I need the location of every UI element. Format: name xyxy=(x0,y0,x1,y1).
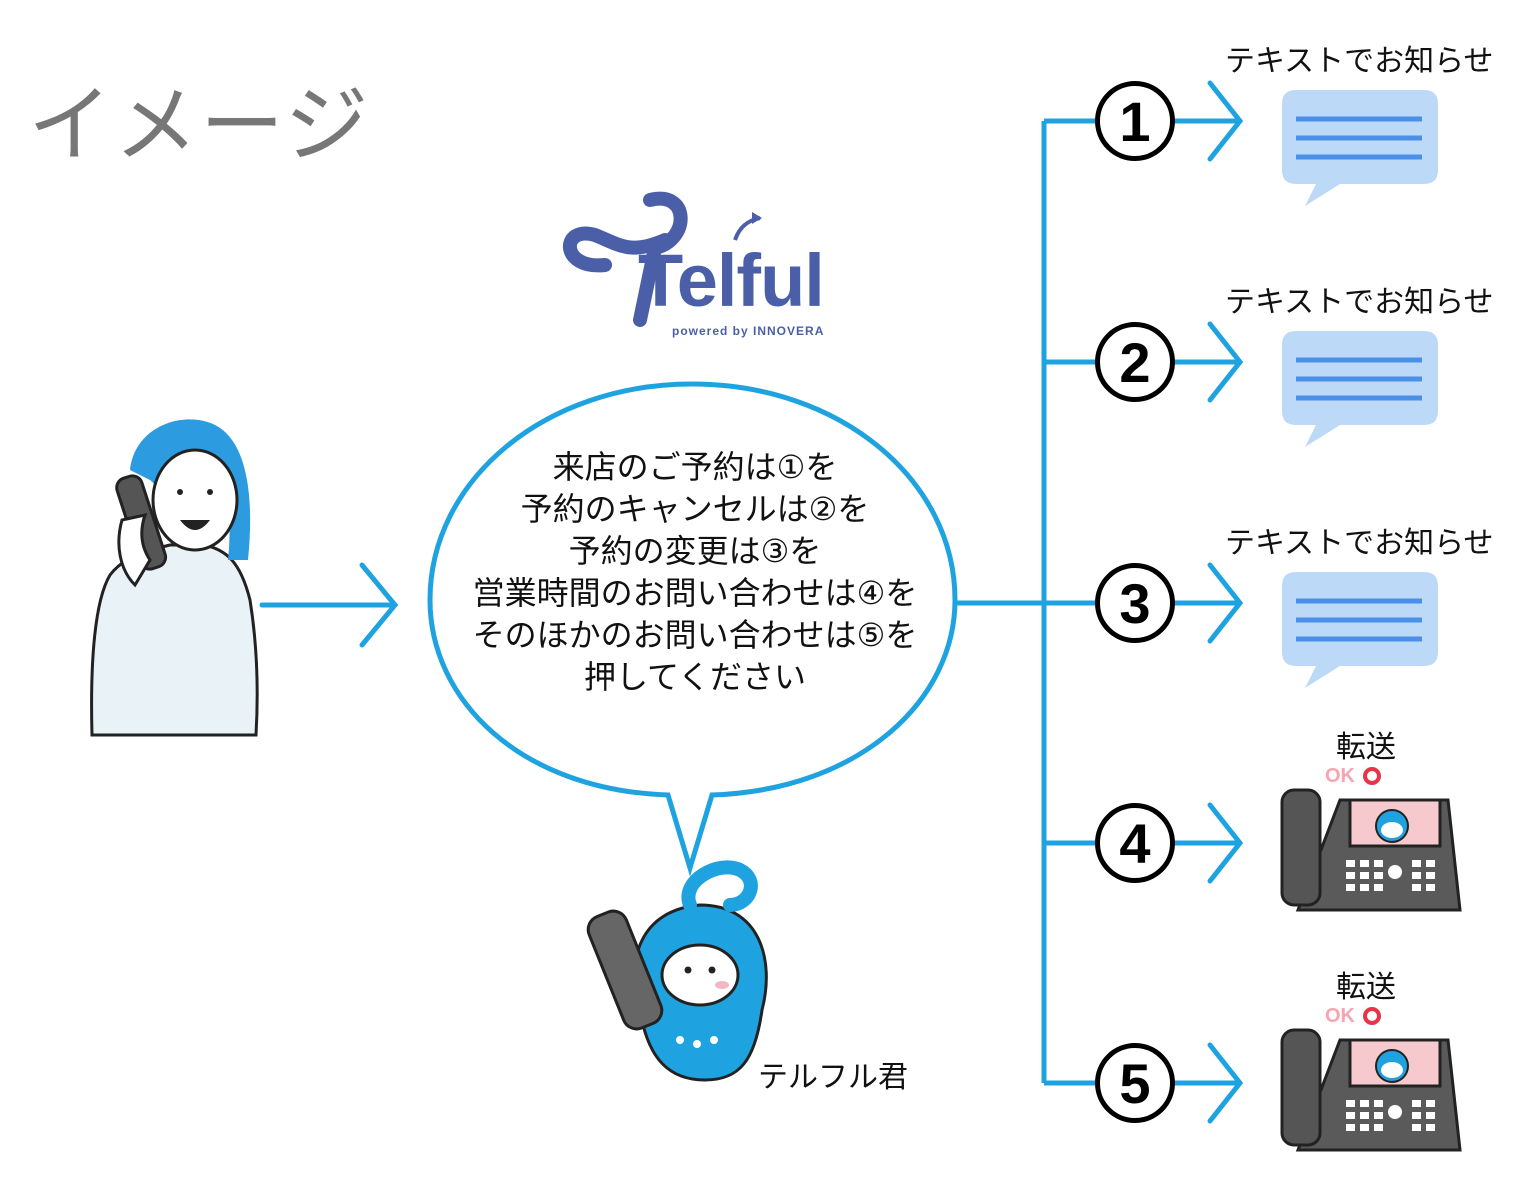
mascot-label: テルフル君 xyxy=(758,1060,908,1095)
branch-number-5: 5 xyxy=(1095,1043,1175,1123)
message-bubble-3 xyxy=(1282,572,1438,688)
customer-mouth xyxy=(180,520,210,530)
announcement-line: 予約の変更は③を xyxy=(568,532,822,570)
customer-illustration xyxy=(90,419,259,737)
branch-label-3: テキストでお知らせ xyxy=(1225,526,1494,561)
arrow-to-system xyxy=(259,562,399,648)
branch-arrows xyxy=(1172,80,1244,1124)
customer-hand xyxy=(117,512,152,588)
message-bubble-2 xyxy=(1282,331,1438,447)
branch-connector xyxy=(955,118,1095,1086)
desk-phone-4 xyxy=(1280,767,1462,912)
brand-tagline: powered by INNOVERA xyxy=(672,324,825,338)
message-bubble-1 xyxy=(1282,90,1438,206)
phone-ok-badge: OK xyxy=(1325,765,1355,787)
branch-number-1: 1 xyxy=(1095,81,1175,161)
speech-bubble xyxy=(427,381,958,877)
mascot-illustration xyxy=(586,860,768,1082)
telful-logo xyxy=(563,191,762,327)
announcement-line: 予約のキャンセルは②を xyxy=(520,490,870,528)
branch-number-4: 4 xyxy=(1095,803,1175,883)
branch-number-2: 2 xyxy=(1095,322,1175,402)
branch-label-2: テキストでお知らせ xyxy=(1225,285,1494,320)
announcement-line: そのほかのお問い合わせは⑤を xyxy=(472,616,918,654)
announcement-line: 営業時間のお問い合わせは④を xyxy=(472,574,918,612)
branch-number-3: 3 xyxy=(1095,563,1175,643)
brand-name: Telful xyxy=(638,239,825,322)
branch-label-5: 転送 xyxy=(1336,970,1396,1005)
desk-phone-5 xyxy=(1280,1007,1462,1152)
page-title: イメージ xyxy=(28,76,371,174)
announcement-line: 来店のご予約は①を xyxy=(552,448,838,486)
branch-label-4: 転送 xyxy=(1336,730,1396,765)
branch-label-1: テキストでお知らせ xyxy=(1225,44,1494,79)
customer-face xyxy=(151,448,239,552)
menu-announcement: 来店のご予約は①を 予約のキャンセルは②を 予約の変更は③を 営業時間のお問い合… xyxy=(430,446,960,698)
customer-body xyxy=(90,543,259,737)
announcement-line: 押してください xyxy=(583,658,807,696)
phone-ok-badge: OK xyxy=(1325,1005,1355,1027)
